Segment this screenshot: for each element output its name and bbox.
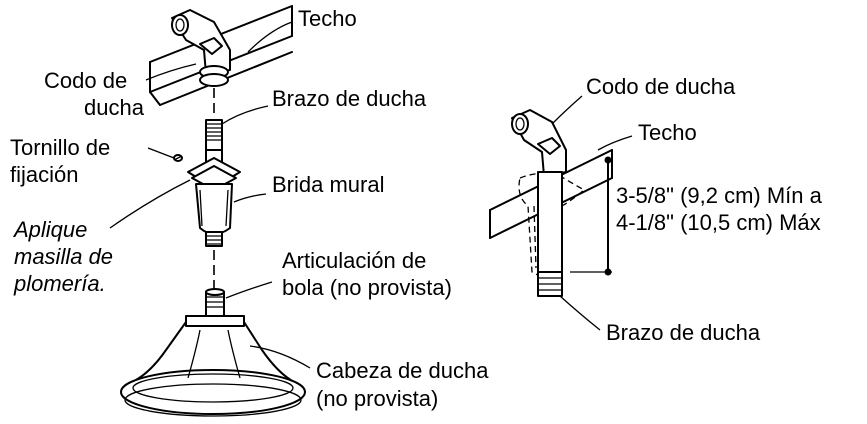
label-cabeza-line1: Cabeza de ducha [316, 358, 489, 383]
label-codo-left-line2: ducha [84, 95, 144, 120]
label-techo-right: Techo [638, 120, 697, 145]
label-techo-left: Techo [298, 6, 357, 31]
shower-head [120, 315, 306, 417]
label-dimension-min: 3-5/8" (9,2 cm) Mín a [616, 183, 822, 208]
leader-aplique [109, 179, 191, 229]
leader-brida [233, 193, 267, 203]
label-brazo-top: Brazo de ducha [272, 86, 427, 111]
leader-brazo-right [559, 295, 601, 331]
label-articulacion-line1: Articulación de [282, 248, 427, 273]
leader-codo-right [551, 95, 583, 125]
leader-techo-left [247, 21, 293, 53]
label-aplique-line1: Aplique [14, 217, 88, 242]
label-articulacion-line2: bola (no provista) [282, 275, 452, 300]
label-tornillo-line1: Tornillo de [10, 135, 111, 160]
left-assembly [109, 5, 311, 417]
leaders-left [109, 21, 311, 369]
dimension-marker [570, 156, 612, 276]
label-brazo-right: Brazo de ducha [606, 320, 761, 345]
label-brida: Brida mural [272, 172, 385, 197]
label-codo-right: Codo de ducha [586, 74, 736, 99]
leader-codo-left [145, 63, 197, 81]
leader-cabeza [249, 345, 311, 369]
ball-joint [205, 288, 225, 317]
leader-tornillo [147, 147, 175, 159]
shower-elbow-right [511, 109, 567, 177]
label-aplique-line3: plomería. [14, 271, 106, 296]
label-tornillo-line2: fijación [10, 162, 79, 187]
label-aplique-line2: masilla de [14, 244, 114, 269]
leader-brazo-top [221, 105, 269, 125]
leader-techo-right [597, 135, 633, 151]
label-cabeza-line2: (no provista) [316, 386, 439, 411]
right-assembly [489, 95, 633, 331]
leaders-right [551, 95, 633, 331]
shower-arm-right [537, 171, 563, 297]
set-screw [173, 154, 183, 162]
label-dimension-max: 4-1/8" (10,5 cm) Máx [616, 210, 821, 235]
wall-flange [187, 157, 241, 247]
label-codo-left-line1: Codo de [44, 68, 128, 93]
shower-arm-left [205, 119, 223, 171]
leader-articulacion [225, 281, 273, 299]
shower-elbow-left [171, 9, 231, 87]
